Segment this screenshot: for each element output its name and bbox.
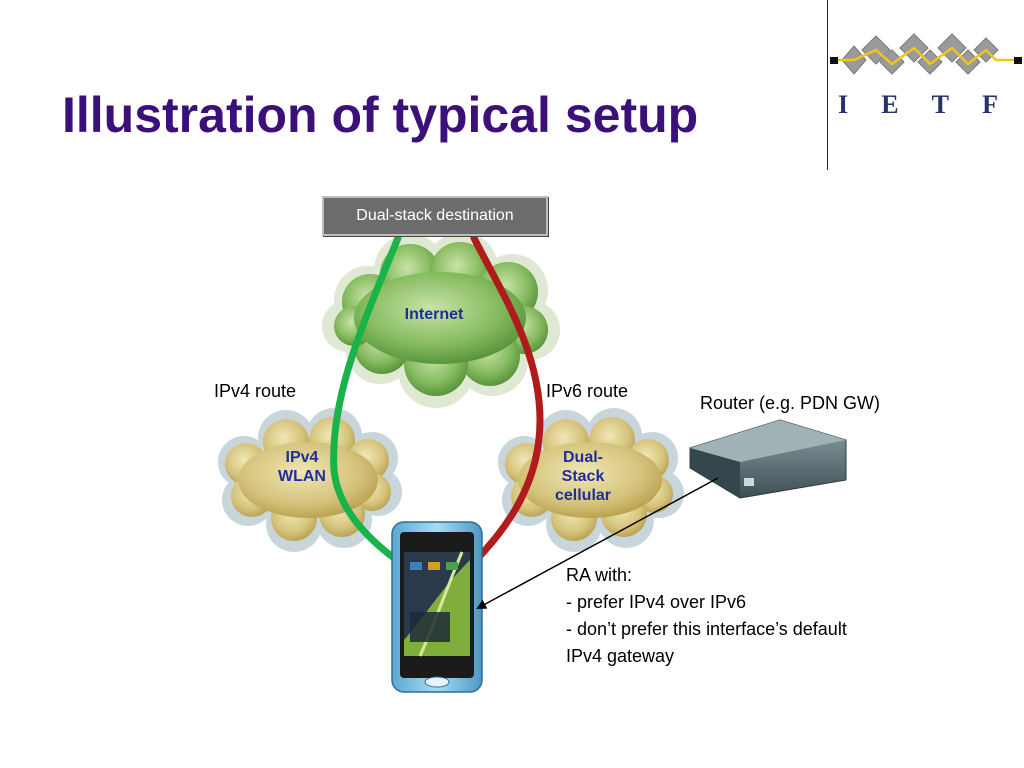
mobile-phone xyxy=(391,521,483,693)
slide-title: Illustration of typical setup xyxy=(62,87,699,143)
dual-stack-destination-box: Dual-stack destination xyxy=(322,196,548,236)
ra-line: IPv4 gateway xyxy=(566,646,675,666)
cellular-label-line1: Dual- xyxy=(563,449,603,466)
ra-line: - prefer IPv4 over IPv6 xyxy=(566,592,747,612)
ra-arrow xyxy=(476,477,719,609)
logo-letter-e: E xyxy=(881,90,899,119)
cellular-label-line3: cellular xyxy=(554,487,612,504)
wlan-label: IPv4 WLAN xyxy=(262,448,342,486)
ietf-wordmark: I E T F xyxy=(838,90,998,120)
ra-description: RA with: - prefer IPv4 over IPv6 - don’t… xyxy=(566,562,847,670)
logo-letter-i: I xyxy=(838,90,849,119)
logo-letter-f: F xyxy=(982,90,998,119)
internet-label: Internet xyxy=(404,306,464,323)
ietf-logo xyxy=(830,33,1022,75)
logo-letter-t: T xyxy=(931,90,949,119)
cellular-label: Dual- Stack cellular xyxy=(540,448,626,505)
ra-line: - don’t prefer this interface’s default xyxy=(566,619,847,639)
cellular-label-line2: Stack xyxy=(561,468,605,485)
wlan-label-line1: IPv4 xyxy=(285,449,319,466)
ipv6-route-line xyxy=(470,234,544,564)
ipv4-route-line xyxy=(330,234,402,562)
ipv6-route-label: IPv6 route xyxy=(546,381,629,401)
ra-line: RA with: xyxy=(566,565,633,585)
router-label: Router (e.g. PDN GW) xyxy=(700,393,881,413)
wlan-label-line2: WLAN xyxy=(278,468,326,485)
router-device xyxy=(689,419,847,499)
ipv4-route-label: IPv4 route xyxy=(214,381,297,401)
header-divider xyxy=(827,0,828,170)
wlan-cloud xyxy=(218,408,402,552)
